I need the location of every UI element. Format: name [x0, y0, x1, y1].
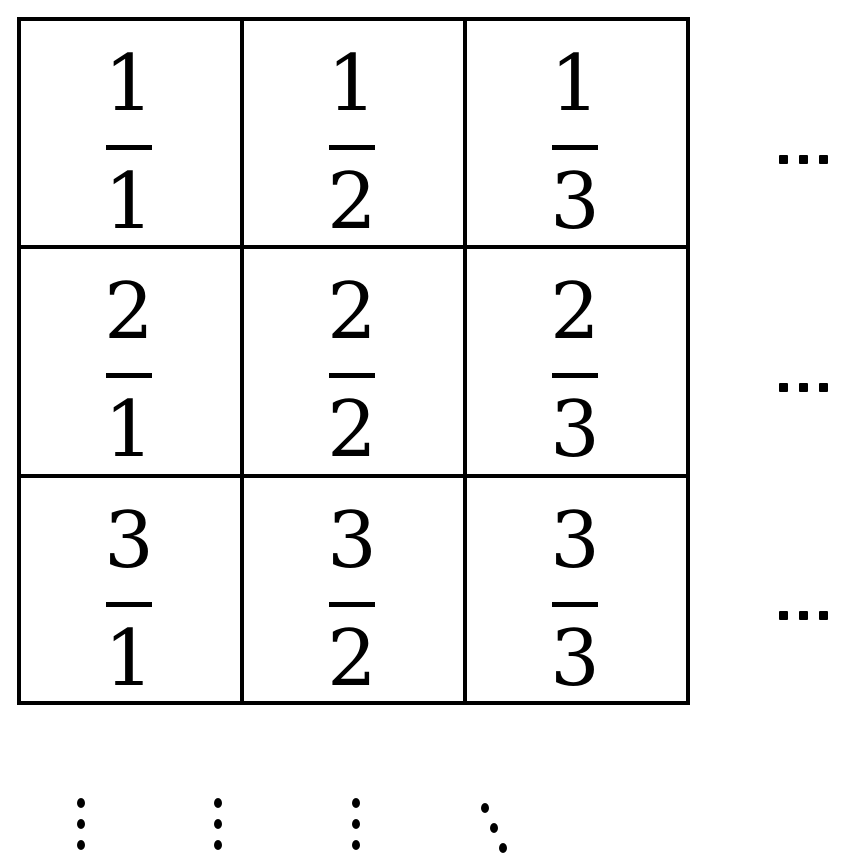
fraction-bar [106, 145, 152, 150]
numerator: 2 [327, 267, 377, 357]
numerator: 1 [327, 39, 377, 129]
numerator: 1 [104, 39, 154, 129]
grid-divider-col-1 [240, 17, 244, 705]
denominator: 1 [104, 157, 154, 247]
numerator: 3 [104, 496, 154, 586]
grid-border-top [17, 17, 690, 21]
fraction-bar [329, 602, 375, 607]
cell-r2-c2: 2 2 [240, 245, 464, 474]
grid-border-right [686, 17, 690, 705]
fraction-bar [106, 373, 152, 378]
grid-border-left [17, 17, 21, 705]
denominator: 2 [327, 385, 377, 475]
cell-r2-c3: 2 3 [463, 245, 687, 474]
numerator: 3 [327, 496, 377, 586]
fraction-bar [552, 373, 598, 378]
cell-r3-c1: 3 1 [17, 474, 241, 703]
denominator: 3 [550, 157, 600, 247]
diagonal-continuation-ellipsis [481, 803, 521, 863]
cell-r1-c3: 1 3 [463, 17, 687, 246]
grid-divider-row-2 [17, 474, 690, 478]
numerator: 3 [550, 496, 600, 586]
grid-divider-row-1 [17, 245, 690, 249]
denominator: 1 [104, 385, 154, 475]
cell-r1-c1: 1 1 [17, 17, 241, 246]
fraction-bar [329, 145, 375, 150]
fraction-grid: 1 1 1 2 1 3 2 1 2 2 2 3 3 1 3 2 3 [17, 17, 690, 705]
cell-r3-c3: 3 3 [463, 474, 687, 703]
denominator: 3 [550, 614, 600, 704]
fraction-bar [106, 602, 152, 607]
cell-r3-c2: 3 2 [240, 474, 464, 703]
cell-r1-c2: 1 2 [240, 17, 464, 246]
grid-border-bottom [17, 701, 690, 705]
fraction-bar [552, 602, 598, 607]
fraction-bar [552, 145, 598, 150]
numerator: 2 [550, 267, 600, 357]
denominator: 1 [104, 614, 154, 704]
denominator: 2 [327, 614, 377, 704]
grid-divider-col-2 [463, 17, 467, 705]
numerator: 1 [550, 39, 600, 129]
cell-r2-c1: 2 1 [17, 245, 241, 474]
fraction-bar [329, 373, 375, 378]
denominator: 2 [327, 157, 377, 247]
numerator: 2 [104, 267, 154, 357]
denominator: 3 [550, 385, 600, 475]
